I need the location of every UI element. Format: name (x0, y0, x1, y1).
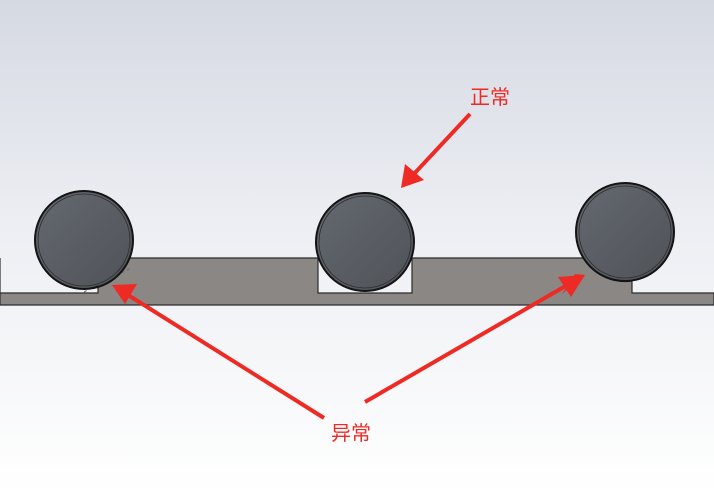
label-normal: 正常 (470, 85, 510, 109)
arrow-abnormal-left (112, 284, 326, 420)
right-ball-overlap-arc (585, 261, 633, 283)
middle-ball-inner-ring (318, 195, 412, 289)
left-ball (34, 190, 134, 290)
right-ball-inner-ring (578, 185, 672, 279)
label-abnormal: 异常 (331, 421, 371, 445)
middle-ball (315, 192, 415, 292)
arrow-abnormal-right (363, 274, 585, 404)
left-ball-inner-ring (37, 193, 131, 287)
arrow-normal (401, 112, 472, 188)
left-ball-overlap-arc (83, 285, 99, 290)
right-ball (575, 182, 675, 282)
